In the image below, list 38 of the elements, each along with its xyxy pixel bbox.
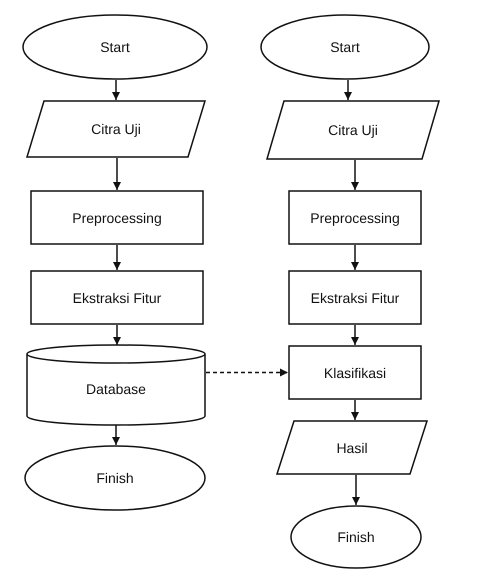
terminal-ellipse xyxy=(290,505,422,569)
node-label: Klasifikasi xyxy=(324,364,386,380)
process-box xyxy=(30,270,204,325)
terminal-ellipse xyxy=(22,14,208,80)
arrow xyxy=(351,400,359,420)
arrow xyxy=(206,368,288,376)
database-cylinder xyxy=(26,345,206,425)
arrow xyxy=(113,325,121,345)
input-output-parallelogram xyxy=(26,100,206,158)
node-label: Preprocessing xyxy=(72,210,162,226)
arrow xyxy=(113,245,121,270)
node-label: Preprocessing xyxy=(310,210,400,226)
node-label: Hasil xyxy=(336,440,368,456)
terminal-ellipse xyxy=(24,445,206,511)
node-label: Finish xyxy=(96,470,134,486)
input-output-parallelogram xyxy=(276,420,428,475)
terminal-ellipse xyxy=(260,14,430,80)
arrow xyxy=(351,160,359,190)
node-label: Ekstraksi Fitur xyxy=(310,290,400,306)
process-box xyxy=(288,270,422,325)
node-label: Start xyxy=(330,39,360,55)
node-label: Citra Uji xyxy=(91,121,141,137)
node-label: Finish xyxy=(337,529,375,545)
arrow xyxy=(112,425,120,445)
arrow xyxy=(113,158,121,190)
arrow xyxy=(344,80,352,100)
arrow xyxy=(112,80,120,100)
process-box xyxy=(288,190,422,245)
process-box xyxy=(288,345,422,400)
node-label: Ekstraksi Fitur xyxy=(72,290,162,306)
node-label: Citra Uji xyxy=(328,122,378,138)
arrow xyxy=(351,325,359,345)
node-label: Start xyxy=(100,39,130,55)
arrow xyxy=(352,475,360,505)
arrow xyxy=(351,245,359,270)
node-label: Database xyxy=(86,380,146,397)
input-output-parallelogram xyxy=(266,100,440,160)
process-box xyxy=(30,190,204,245)
